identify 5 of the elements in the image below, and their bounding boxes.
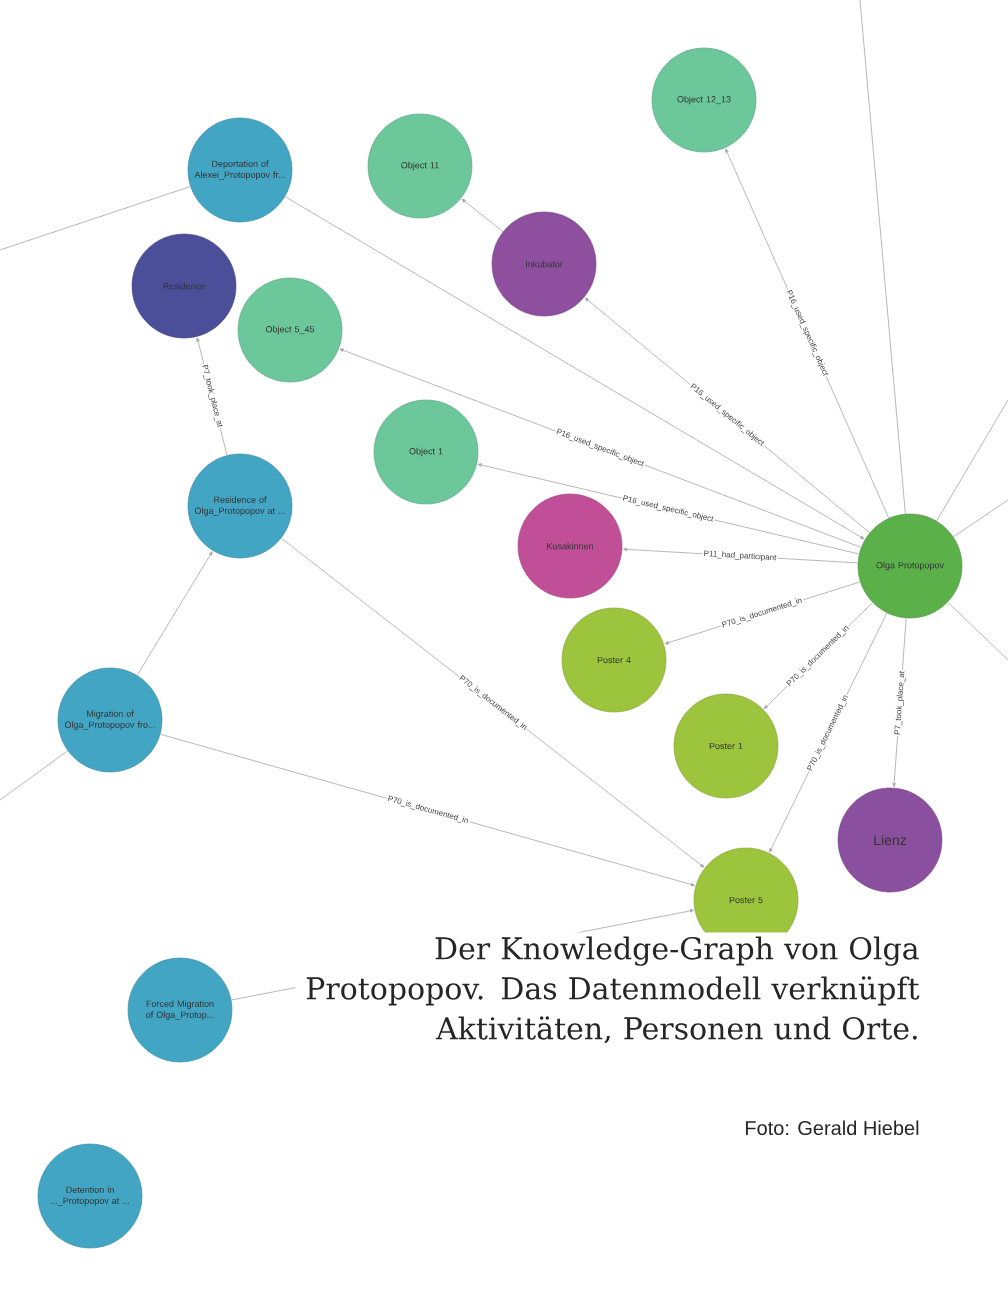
arrow xyxy=(136,551,213,676)
arrow xyxy=(461,198,504,232)
caption: Der Knowledge-Graph von Olga Protopopov. Das Datenmodell verknüpft Aktivitäten, Personen und Orte. xyxy=(295,932,924,1048)
arrow xyxy=(284,196,865,540)
photo-credit: Foto: Gerald Hiebel xyxy=(740,1116,924,1140)
